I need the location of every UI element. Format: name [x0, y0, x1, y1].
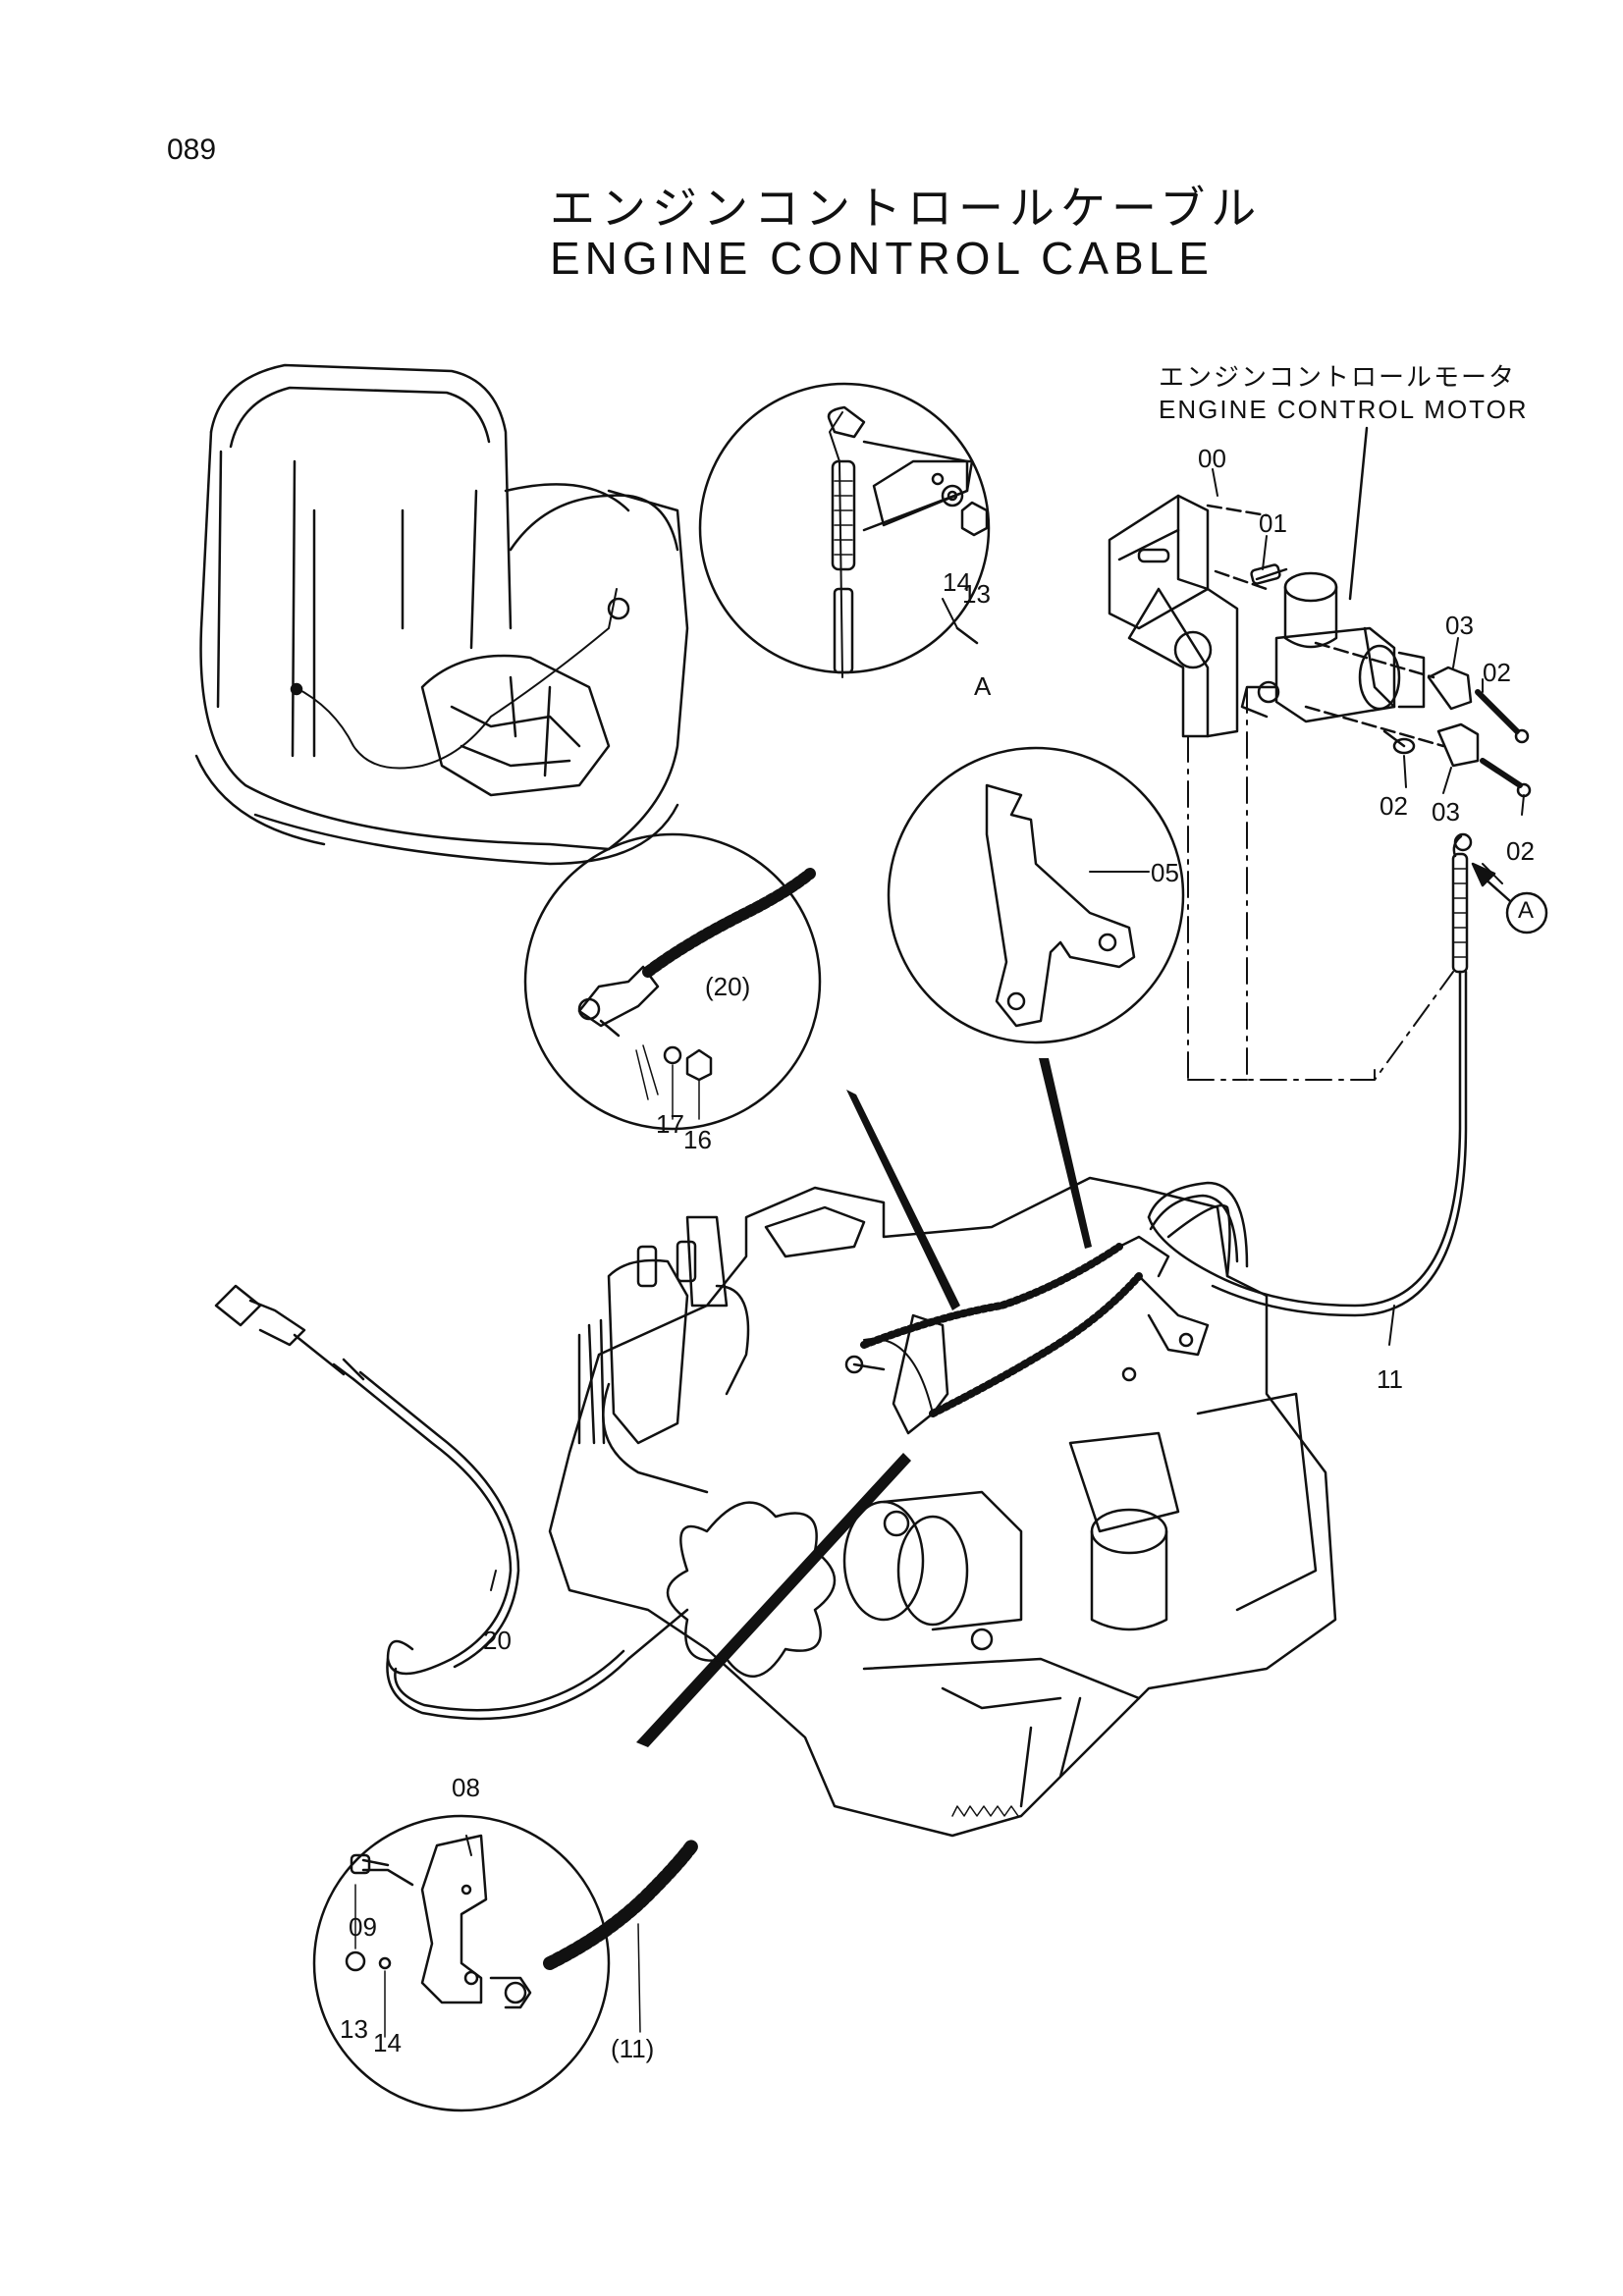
callout-13-lower: 13 — [340, 2014, 368, 2044]
page-number: 089 — [167, 133, 217, 166]
callout-02-lower: 02 — [1506, 836, 1535, 866]
callout-02-upper: 02 — [1483, 658, 1511, 687]
callout-20-paren: (20) — [705, 972, 751, 1001]
engine-block-drawing — [550, 1178, 1335, 1836]
callout-20: 20 — [483, 1626, 512, 1655]
detail-05-circle — [889, 748, 1183, 1042]
callout-11-paren: (11) — [611, 2034, 655, 2063]
callout-08: 08 — [452, 1773, 480, 1802]
leader-wedges — [636, 1058, 1092, 1747]
engine-control-motor-drawing — [1109, 428, 1530, 796]
motor-label-english: ENGINE CONTROL MOTOR — [1159, 395, 1529, 424]
view-a-arrowhead — [1473, 864, 1494, 885]
view-a-marker — [1507, 893, 1546, 933]
callout-03-upper: 03 — [1445, 611, 1474, 640]
cable-11-drawing — [1149, 834, 1471, 1315]
callout-05: 05 — [1151, 858, 1179, 887]
callout-17: 17 — [656, 1109, 684, 1139]
leader-lines — [1188, 687, 1453, 1080]
callout-02-middle: 02 — [1380, 791, 1408, 821]
callout-14-lower: 14 — [373, 2028, 402, 2057]
cable-20-drawing — [216, 1286, 687, 1719]
detail-a-label: A — [974, 671, 992, 701]
motor-label-japanese: エンジンコントロールモータ — [1159, 362, 1517, 392]
detail-a-circle — [700, 384, 989, 677]
callout-00: 00 — [1198, 444, 1226, 473]
title-japanese: エンジンコントロールケーブル — [550, 183, 1263, 234]
callout-16: 16 — [683, 1125, 712, 1154]
callout-leaders — [466, 469, 1524, 1855]
detail-11-circle — [314, 1816, 692, 2110]
callout-09: 09 — [349, 1912, 377, 1942]
callout-01: 01 — [1259, 508, 1287, 538]
callout-11: 11 — [1377, 1364, 1403, 1394]
excavator-cab-drawing — [196, 365, 687, 864]
callout-13-upper: 13 — [962, 579, 991, 609]
title-english: ENGINE CONTROL CABLE — [550, 233, 1214, 284]
detail-20-circle — [525, 834, 820, 1129]
view-a-label: A — [1518, 897, 1535, 924]
callout-03-lower: 03 — [1432, 797, 1460, 827]
callout-14-upper: 14 — [943, 567, 971, 597]
